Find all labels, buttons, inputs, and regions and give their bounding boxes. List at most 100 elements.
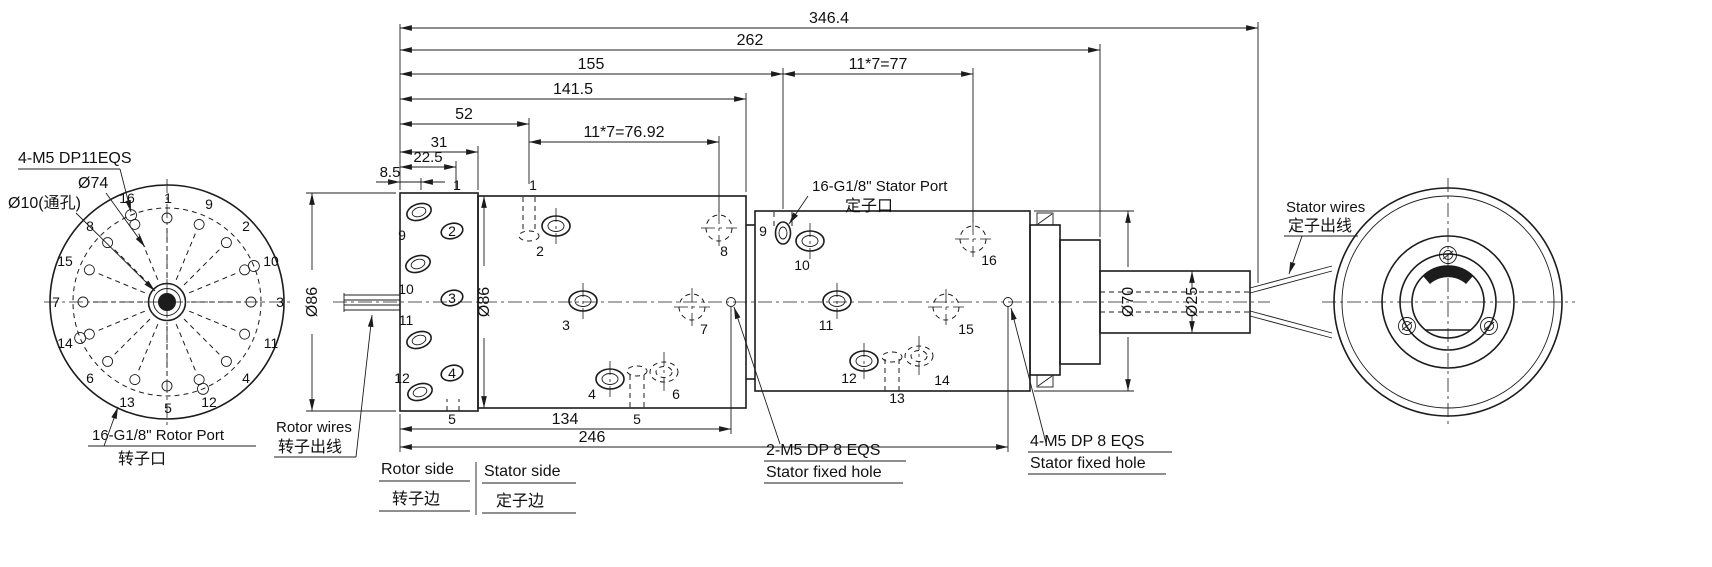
end-boss-circle (1381, 235, 1515, 369)
front-num-13: 13 (119, 394, 135, 410)
fixed-hole-4m5-spec: 4-M5 DP 8 EQS (1030, 433, 1144, 450)
stator-num-11: 11 (819, 317, 834, 333)
rotor-wires-leader (355, 314, 374, 458)
end-cap-outline (1029, 224, 1061, 376)
flange-num-10: 10 (398, 281, 414, 297)
front-num-7: 7 (52, 294, 60, 310)
stator-wires-leader (1288, 235, 1303, 275)
end-cap-screw-top (1036, 212, 1054, 226)
flange-num-3: 3 (448, 290, 456, 306)
dim-dia86-flange: Ø86 (304, 287, 321, 317)
front-bolt-circle (72, 207, 262, 397)
stator-num-10: 10 (794, 257, 810, 273)
dim-346-4: 346.4 (809, 10, 849, 27)
front-bolt-callout: 4-M5 DP11EQS (18, 150, 132, 167)
flange-num-1: 1 (453, 177, 461, 193)
front-d74-leader (105, 192, 146, 248)
end-cap-screw-bottom (1036, 374, 1054, 388)
front-rotor-port-label-cn: 转子口 (118, 450, 166, 468)
front-rotor-port-leader (103, 406, 119, 447)
end-inner-rim (1341, 195, 1555, 409)
dimensions-bottom: 13 4 246 (399, 307, 1009, 452)
stator-port-numbers: 9 10 11 12 13 14 15 16 (759, 223, 997, 406)
dim-155: 155 (578, 56, 605, 73)
front-num-8: 8 (86, 218, 94, 234)
front-num-12: 12 (201, 394, 217, 410)
dim-rotor-pitch: 11*7=76.92 (583, 124, 664, 141)
body-num-2: 2 (536, 243, 544, 259)
front-num-3: 3 (276, 294, 284, 310)
front-d10-leader (75, 212, 156, 292)
body-num-7: 7 (700, 321, 708, 337)
end-hub-circle (1399, 253, 1497, 351)
front-d74-callout: Ø74 (78, 175, 108, 192)
front-num-11: 11 (264, 335, 279, 351)
flange-num-2: 2 (448, 223, 456, 239)
fixed-hole-2m5-desc: Stator fixed hole (766, 464, 882, 481)
fixed-hole-4m5-leader (1010, 307, 1047, 444)
stator-shaft-outline (1099, 270, 1251, 334)
body-num-8: 8 (720, 243, 728, 259)
front-rotor-port-label: 16-G1/8" Rotor Port (92, 427, 225, 444)
dim-262: 262 (737, 32, 764, 49)
dim-8-5: 8.5 (380, 164, 401, 181)
dim-31: 31 (431, 134, 448, 151)
flange-num-9: 9 (398, 227, 406, 243)
flange-num-4: 4 (448, 365, 456, 381)
front-num-4: 4 (242, 370, 250, 386)
front-num-1: 1 (164, 190, 172, 206)
stator-wires-label-cn: 定子出线 (1288, 217, 1352, 235)
body-num-5: 5 (633, 411, 641, 427)
front-num-9: 9 (205, 196, 213, 212)
front-num-15: 15 (57, 253, 73, 269)
dimensions-diameter: Ø86 Ø86 Ø70 Ø25 (304, 192, 1201, 412)
body-num-4: 4 (588, 386, 596, 402)
stator-num-12: 12 (841, 370, 857, 386)
stator-num-14: 14 (934, 372, 950, 388)
stator-wires-label: Stator wires (1286, 199, 1365, 216)
rotor-body-port-numbers: 1 2 3 4 5 6 7 8 (529, 177, 728, 427)
dim-dia86-body: Ø86 (476, 287, 493, 317)
flange-num-11: 11 (399, 312, 414, 328)
flange-ports (405, 202, 464, 411)
dimensions-top: 346.4 262 155 11*7=77 141.5 52 11*7=76.9… (376, 10, 1258, 185)
front-num-14: 14 (57, 335, 73, 351)
body-num-6: 6 (672, 386, 680, 402)
dim-52: 52 (455, 106, 473, 123)
dim-dia25: Ø25 (1184, 287, 1201, 317)
rotor-wires-label-cn: 转子出线 (278, 438, 342, 456)
stator-ports (773, 212, 991, 391)
front-port-holes (77, 212, 257, 392)
flange-port-numbers: 9 10 11 12 1 2 3 4 5 (394, 177, 461, 427)
front-bolt-holes (74, 209, 260, 395)
fixed-hole-2m5-spec: 2-M5 DP 8 EQS (766, 442, 880, 459)
rotor-body-ports (518, 197, 737, 407)
fixed-hole-2m5-leader (733, 306, 781, 445)
rotor-wires-label: Rotor wires (276, 419, 352, 436)
dim-dia70: Ø70 (1120, 287, 1137, 317)
body-num-1: 1 (529, 177, 537, 193)
flange-num-12: 12 (394, 370, 410, 386)
end-outer-circle (1333, 187, 1563, 417)
front-view: 1 9 2 10 3 11 4 12 5 13 6 14 7 15 8 16 4… (8, 150, 290, 468)
stator-port-label: 16-G1/8" Stator Port (812, 178, 948, 195)
stator-num-13: 13 (889, 390, 905, 406)
end-keyway-segment (1423, 265, 1473, 284)
front-d10-callout: Ø10(通孔) (8, 194, 81, 212)
legend-stator-side-cn: 定子边 (496, 492, 544, 510)
stator-port-label-cn: 定子口 (845, 197, 893, 215)
dim-246: 246 (579, 429, 606, 446)
front-num-5: 5 (164, 400, 172, 416)
dim-22-5: 22.5 (413, 149, 442, 166)
front-outer-circle (49, 184, 285, 420)
rotor-wires (343, 293, 400, 312)
fixed-hole-4m5-desc: Stator fixed hole (1030, 455, 1146, 472)
dim-stator-pitch: 11*7=77 (849, 56, 908, 73)
stator-port-leader (788, 195, 809, 225)
stator-fixed-hole-2m5 (726, 297, 736, 307)
front-num-10: 10 (263, 253, 279, 269)
stator-fixed-hole-4m5 (1003, 297, 1013, 307)
stator-num-9: 9 (759, 223, 767, 239)
